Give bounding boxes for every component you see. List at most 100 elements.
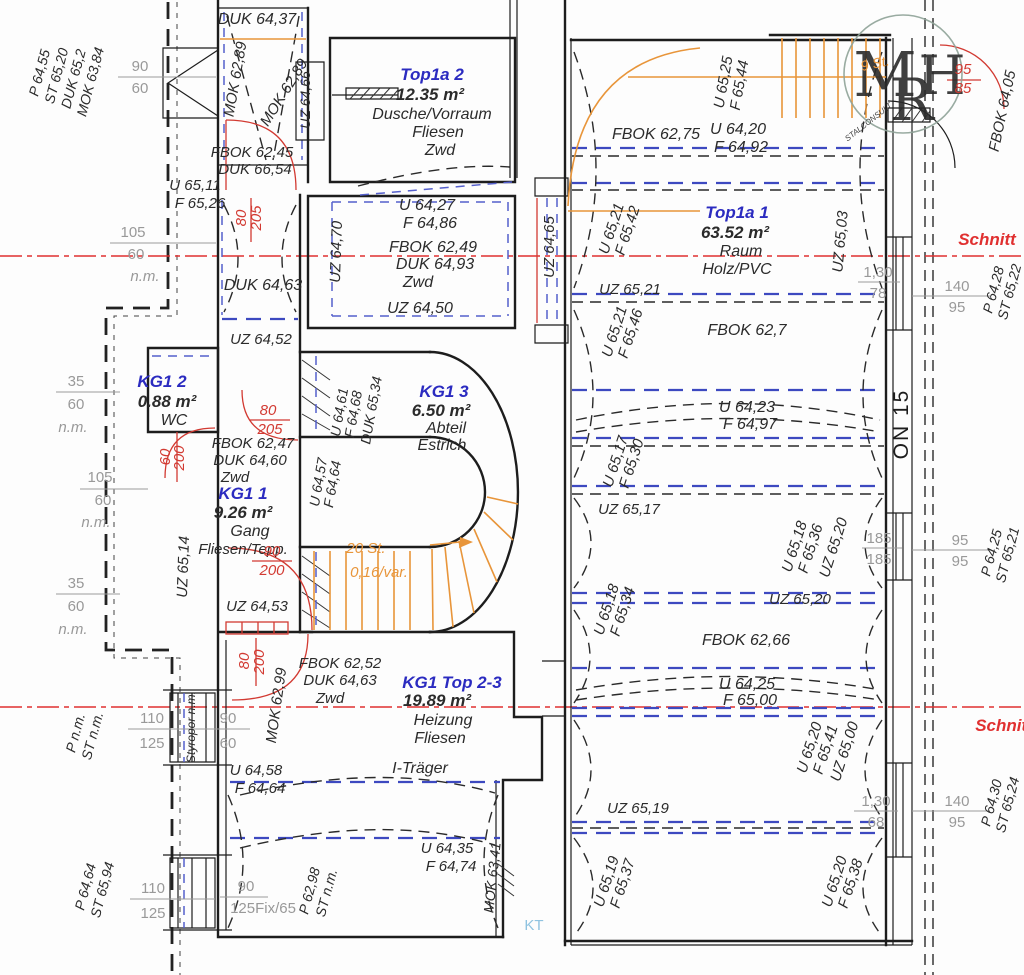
logo-circle (843, 14, 963, 134)
level-label: FBOK 62,66 (702, 632, 790, 649)
wall-id-label: ON 15 (890, 389, 913, 460)
level-label: Zwd (402, 274, 434, 291)
dimension: 110 (140, 710, 164, 727)
left-building-walls (146, 0, 569, 939)
red-dim: 95 (955, 61, 972, 78)
dimension-lines (56, 76, 990, 900)
dimension: 90 (132, 58, 149, 75)
level-label: UZ 64,65 (541, 215, 558, 277)
dimension: 140 (944, 793, 969, 810)
level-label: U 65,11 (169, 177, 220, 194)
level-label: DUK 64,37 (218, 11, 297, 28)
vault-arcs-dashed (573, 51, 883, 937)
red-dim: 60 (157, 448, 174, 465)
level-label: FBOK 62,75 (612, 126, 700, 143)
stair-count-label: 20 St. (345, 540, 385, 557)
red-dim: 205 (256, 421, 283, 438)
level-label: Zwd (315, 690, 345, 707)
room-name-top1a2: Top1a 2 (400, 65, 464, 84)
room-floor: Fliesen/Tepp. (198, 541, 288, 558)
level-label: UZ 65,21 (599, 281, 661, 298)
room-floor: Fliesen (414, 730, 466, 747)
stairs-orange (313, 33, 892, 631)
logo-letter-m: M (853, 38, 916, 111)
level-label: UZ 65,20 (769, 591, 831, 608)
stair-step-label: 0,16/var. (350, 564, 408, 581)
level-label: F 65,26 (175, 195, 226, 212)
level-label: DUK 64,93 (396, 256, 474, 273)
dimension: 95 (952, 532, 969, 549)
level-label: FBOK 62,47 (212, 435, 295, 452)
room-use: Dusche/Vorraum (372, 106, 491, 123)
dimension: 1,30 (863, 264, 892, 281)
level-label: U 64,20 (710, 121, 766, 138)
level-label: U 64,25 (719, 676, 775, 693)
dimension: 60 (132, 80, 149, 97)
room-floor: Holz/PVC (702, 261, 772, 278)
room-floor: Estrich (418, 437, 467, 454)
stair-count-label: 9 St. (859, 52, 890, 74)
right-building-walls (563, 0, 956, 947)
section-label-top: Schnitt (958, 230, 1017, 249)
dimension: 185 (866, 530, 891, 547)
level-label: UZ 64,53 (226, 598, 288, 615)
dimension: 60 (128, 246, 145, 263)
level-label: UZ 64,52 (230, 331, 292, 348)
room-name-kg11: KG1 1 (218, 484, 267, 503)
dimension: n.m. (58, 419, 87, 436)
dimension: 140 (944, 278, 969, 295)
red-dim: 200 (171, 445, 188, 472)
room-use: Abteil (425, 420, 466, 437)
level-label: U 64,35 (421, 840, 474, 857)
dimension: 185 (866, 551, 891, 568)
room-name-kg1top23: KG1 Top 2-3 (402, 673, 502, 692)
level-label: DUK 64,63 (224, 277, 302, 294)
stair-direction-arrow (459, 537, 473, 548)
room-name-kg13: KG1 3 (419, 382, 469, 401)
level-label: U 64,58 (230, 762, 283, 779)
dimension: 1,30 (861, 793, 890, 810)
room-use: Heizung (414, 712, 473, 729)
red-dim: 200 (251, 649, 268, 676)
dimension: 125Fix/65 (230, 900, 296, 917)
room-use: WC (161, 412, 188, 429)
level-label: F 64,97 (723, 416, 778, 433)
level-label: FBOK 62,7 (707, 322, 787, 339)
dimension: 78 (870, 285, 887, 302)
level-label: U 64,27 (399, 197, 456, 214)
dimension: 35 (68, 373, 85, 390)
room-use: Gang (230, 523, 269, 540)
logo-letter-r: R (890, 66, 936, 134)
level-label: UZ 65,03 (829, 209, 851, 273)
wall-hatches (345, 87, 931, 897)
level-label: F 65,00 (723, 692, 777, 709)
level-label: FBOK 62,45 (211, 144, 294, 161)
red-dim: 80 (236, 652, 253, 669)
dimension: 125 (140, 905, 165, 922)
red-dim: 205 (248, 205, 265, 232)
dimension: 105 (87, 469, 112, 486)
door-leaf (225, 621, 289, 635)
level-label: UZ 64,70 (327, 220, 346, 283)
level-label: UZ 65,17 (598, 501, 660, 518)
level-label: DUK 64,60 (213, 452, 287, 469)
property-boundary-lines (104, 0, 934, 975)
section-label-bottom: Schnitt (975, 716, 1024, 735)
dimension: 95 (952, 553, 969, 570)
room-area: 19.89 m² (403, 691, 472, 710)
room-name-kg12: KG1 2 (137, 372, 187, 391)
dimension: 110 (141, 880, 165, 897)
dimension: 95 (949, 814, 966, 831)
labels: DUK 64,37 MOK 62,89 MOK 62,89 UZ 64,66 F… (25, 11, 1024, 934)
dimension: 60 (95, 492, 112, 509)
red-dim: 85 (955, 80, 972, 97)
doors-red (164, 44, 1005, 701)
level-label: F 64,92 (714, 139, 768, 156)
level-label: UZ 64,66 (297, 71, 313, 129)
room-area: 63.52 m² (701, 223, 770, 242)
dimension: 95 (949, 299, 966, 316)
dimension: 60 (68, 598, 85, 615)
dimension: 60 (68, 396, 85, 413)
